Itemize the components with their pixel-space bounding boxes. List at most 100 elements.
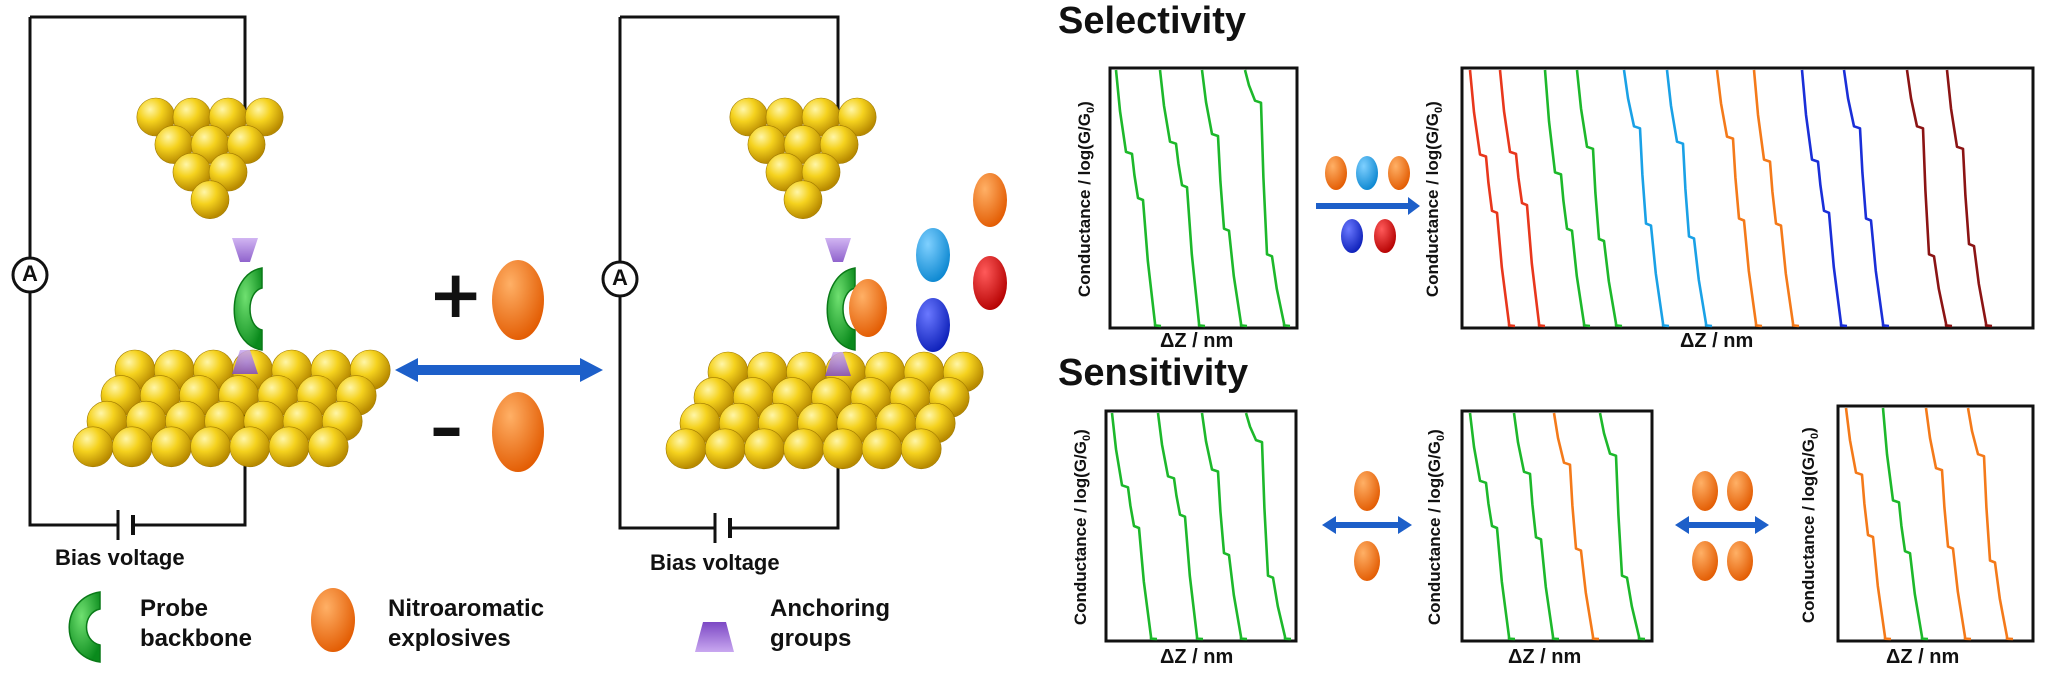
x-axis-label: ΔZ / nm: [1160, 646, 1234, 668]
anchor-trapezoid-icon: [695, 622, 734, 652]
anchor-group-bottom: [232, 350, 258, 374]
gold-atom: [72, 426, 114, 468]
double-arrow-icon: [1322, 516, 1412, 534]
sensitivity-arrow-group-1: [1322, 471, 1412, 581]
free-analyte-molecule: [916, 228, 950, 282]
explosive-icon: [1692, 541, 1718, 581]
gold-atom: [190, 180, 230, 219]
analyte-icon: [1374, 219, 1396, 253]
gold-atom: [268, 426, 310, 468]
y-axis-label: Conductance / log(G/G0): [1422, 101, 1446, 298]
x-axis-label: ΔZ / nm: [1886, 646, 1960, 668]
conductance-trace: [1881, 407, 1929, 641]
conductance-trace: [1158, 69, 1206, 328]
conductance-trace: [1966, 407, 2014, 641]
ammeter-icon: [11, 256, 49, 294]
conductance-trace: [1200, 69, 1248, 328]
sensitivity-plot-green: [1104, 409, 1298, 643]
conductance-trace: [1924, 407, 1972, 641]
ammeter-icon: [601, 260, 639, 298]
conductance-trace: [1622, 69, 1670, 328]
conductance-trace: [1598, 412, 1646, 641]
probe-backbone: [826, 267, 856, 351]
gold-atom: [229, 426, 271, 468]
gold-atom: [111, 426, 153, 468]
anchor-group-top: [825, 238, 851, 262]
analyte-icon: [1341, 219, 1363, 253]
conductance-trace: [1665, 69, 1713, 328]
conductance-trace: [1468, 412, 1516, 641]
conductance-trace: [1512, 412, 1560, 641]
gold-atom: [704, 428, 746, 470]
gold-atom: [783, 428, 824, 470]
circuit-left: [11, 15, 391, 540]
explosive-icon: [1727, 471, 1753, 511]
gold-atom: [208, 152, 248, 192]
minus-sign: –: [430, 389, 463, 466]
legend-nitroaromatic-explosives: Nitroaromatic explosives: [388, 595, 545, 652]
bias-voltage-label: Bias voltage: [55, 545, 185, 570]
free-analyte-molecule: [916, 298, 950, 352]
sensitivity-heading: Sensitivity: [1058, 352, 1249, 394]
conductance-trace: [1844, 407, 1892, 641]
sensitivity-plot-one-explosive: [1460, 409, 1654, 643]
gold-atom: [307, 426, 349, 468]
gold-atom: [665, 428, 707, 470]
bias-voltage-label: Bias voltage: [650, 550, 780, 575]
y-axis-label: Conductance / log(G/G0): [1070, 429, 1094, 626]
y-axis-label: Conductance / log(G/G0): [1424, 429, 1448, 626]
selectivity-heading: Selectivity: [1058, 0, 1246, 42]
sensitivity-arrow-group-2: [1675, 471, 1769, 581]
gold-atom: [837, 97, 877, 137]
explosive-molecule-remove: [492, 392, 544, 472]
double-arrow-icon: [1675, 516, 1769, 534]
explosive-ellipse-icon: [311, 588, 355, 652]
conductance-trace: [1156, 412, 1204, 641]
conductance-trace: [1575, 69, 1623, 328]
explosive-icon: [1354, 541, 1380, 581]
bound-explosive-molecule: [849, 279, 887, 337]
gold-atom: [819, 125, 859, 164]
selectivity-arrow-group: [1316, 156, 1420, 253]
conductance-trace: [1543, 69, 1591, 328]
gold-atom: [861, 428, 903, 470]
ammeter-label: A: [612, 265, 628, 290]
gold-atom: [822, 428, 864, 470]
analyte-icon: [1356, 156, 1378, 190]
gold-atom: [900, 428, 942, 470]
double-arrow-icon: [395, 358, 603, 382]
sensitivity-plot-two-explosives: [1836, 404, 2035, 643]
gold-atom: [244, 97, 284, 137]
probe-backbone: [233, 267, 263, 351]
analyte-icon: [1388, 156, 1410, 190]
explosive-icon: [1354, 471, 1380, 511]
x-axis-label: ΔZ / nm: [1680, 330, 1754, 352]
conductance-panels: [1104, 66, 2035, 643]
right-arrow-icon: [1316, 197, 1420, 215]
gold-atom: [801, 152, 841, 192]
conductance-trace: [1842, 69, 1890, 328]
y-axis-label: Conductance / log(G/G0): [1074, 101, 1098, 298]
conductance-trace: [1468, 69, 1516, 328]
anchor-group-bottom: [825, 352, 851, 376]
gold-atom: [151, 426, 192, 468]
circuit-right: [601, 15, 1007, 543]
explosive-icon: [1727, 541, 1753, 581]
legend-anchoring-groups: Anchoring groups: [770, 595, 890, 652]
gold-atom: [226, 125, 266, 164]
conductance-trace: [1243, 69, 1291, 328]
plus-sign: +: [428, 256, 484, 333]
conductance-trace: [1114, 69, 1162, 328]
explosive-icon: [1692, 471, 1718, 511]
analyte-icon: [1325, 156, 1347, 190]
conductance-trace: [1752, 69, 1800, 328]
x-axis-label: ΔZ / nm: [1160, 330, 1234, 352]
anchor-group-top: [232, 238, 258, 262]
conductance-trace: [1800, 69, 1848, 328]
explosive-molecule-add: [492, 260, 544, 340]
selectivity-plot-mixed: [1460, 66, 2035, 330]
conductance-trace: [1715, 69, 1763, 328]
exchange-panel: [395, 260, 603, 472]
x-axis-label: ΔZ / nm: [1508, 646, 1582, 668]
